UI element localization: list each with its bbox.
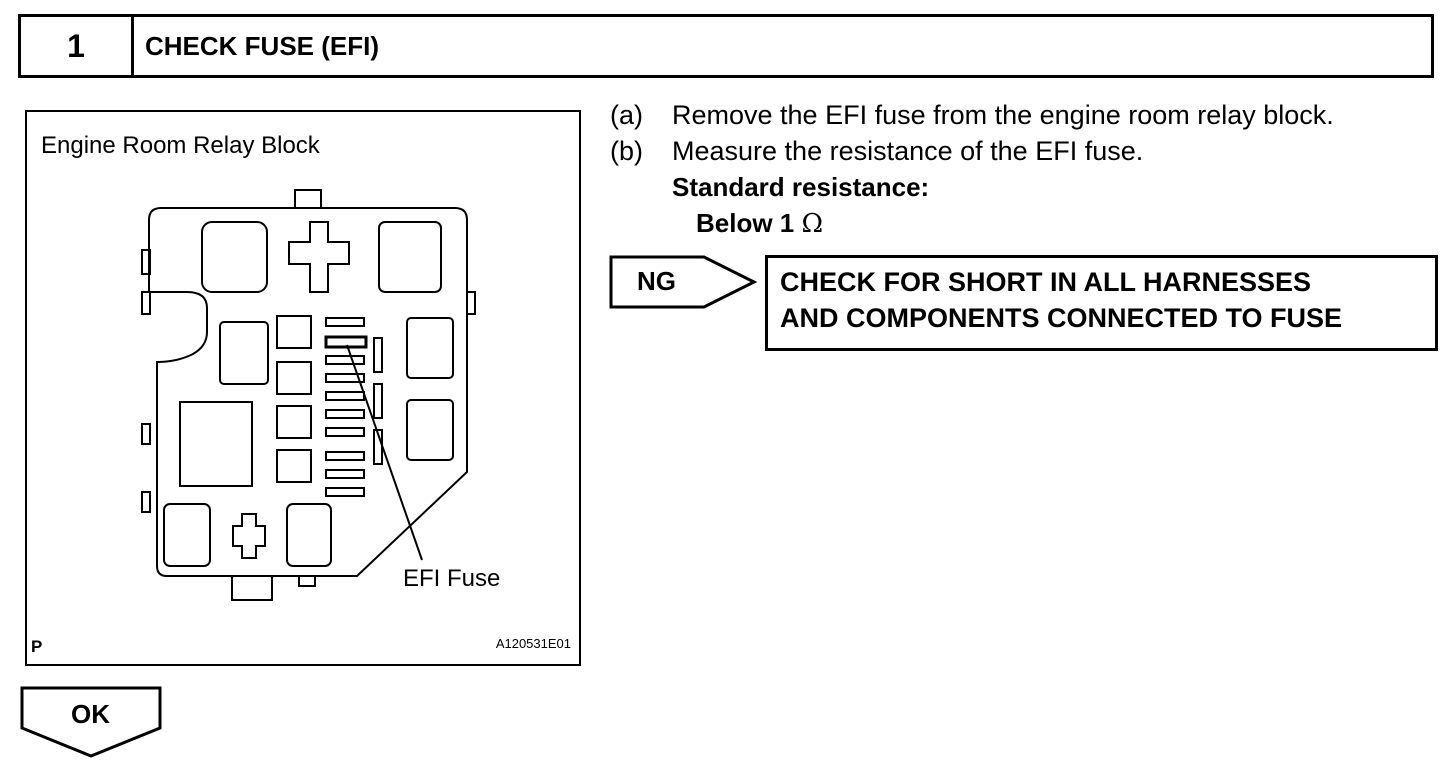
step-number: 1 <box>21 17 134 75</box>
instruction-item: (b) Measure the resistance of the EFI fu… <box>610 133 1440 169</box>
step-title: CHECK FUSE (EFI) <box>145 31 379 61</box>
ng-action-line: AND COMPONENTS CONNECTED TO FUSE <box>780 303 1343 333</box>
ng-arrow-shape <box>609 255 758 309</box>
instruction-marker: (a) <box>610 100 643 130</box>
instruction-text: Remove the EFI fuse from the engine room… <box>672 100 1334 130</box>
instruction-item: (a) Remove the EFI fuse from the engine … <box>610 97 1440 133</box>
spec-label: Standard resistance: <box>672 172 930 202</box>
ng-action-line: CHECK FOR SHORT IN ALL HARNESSES <box>780 267 1312 297</box>
spec-value-line: Below 1 Ω <box>610 205 1440 242</box>
instruction-marker: (b) <box>610 136 643 166</box>
ok-label: OK <box>71 699 110 729</box>
instruction-list: (a) Remove the EFI fuse from the engine … <box>610 97 1440 242</box>
step-header: 1 CHECK FUSE (EFI) <box>18 14 1434 78</box>
efi-fuse-callout: EFI Fuse <box>403 565 501 592</box>
spec-value: Below 1 <box>696 208 795 238</box>
relay-block-figure: Engine Room Relay Block EFI Fuse P A1205… <box>25 110 581 666</box>
ng-label: NG <box>637 266 676 296</box>
instruction-text: Measure the resistance of the EFI fuse. <box>672 136 1144 166</box>
figure-title: Engine Room Relay Block <box>41 132 320 159</box>
spec-unit: Ω <box>801 209 824 239</box>
ok-arrow-shape <box>20 686 162 758</box>
figure-corner-code: P <box>31 637 43 656</box>
relay-block-diagram <box>141 189 476 601</box>
ng-action-box: CHECK FOR SHORT IN ALL HARNESSES AND COM… <box>765 255 1438 351</box>
figure-id: A120531E01 <box>495 636 571 651</box>
